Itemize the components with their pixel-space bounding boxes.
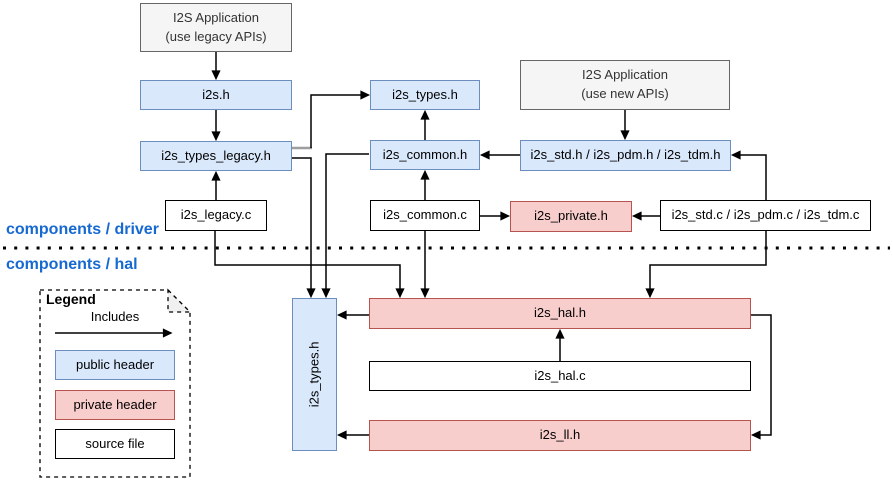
legend-item-public-header: public header: [55, 350, 175, 380]
node-i2s-private-h: i2s_private.h: [510, 201, 632, 232]
section-label-components-hal: components / hal: [6, 256, 138, 273]
legend-folded-corner: [167, 288, 192, 313]
node-i2s-common-h: i2s_common.h: [370, 140, 480, 170]
legend-includes-label: Includes: [90, 309, 140, 324]
node-i2s-hal-c: i2s_hal.c: [369, 361, 751, 391]
legend-item-private-header: private header: [55, 390, 175, 420]
node-i2s-common-c: i2s_common.c: [370, 200, 480, 231]
node-i2s-legacy-c: i2s_legacy.c: [165, 200, 267, 231]
node-i2s-application-legacy: I2S Application (use legacy APIs): [140, 3, 292, 52]
node-i2s-std-pdm-tdm-h: i2s_std.h / i2s_pdm.h / i2s_tdm.h: [520, 140, 731, 171]
section-label-components-driver: components / driver: [6, 221, 159, 238]
node-i2s-ll-h: i2s_ll.h: [369, 420, 751, 451]
node-i2s-h: i2s.h: [140, 80, 292, 110]
node-hal-i2s-types-h: i2s_types.h: [292, 298, 337, 451]
legend-item-source-file: source file: [55, 429, 175, 459]
legend-title: Legend: [46, 291, 96, 307]
hal-i2s-types-h-label: i2s_types.h: [306, 341, 322, 408]
node-i2s-hal-h: i2s_hal.h: [369, 298, 751, 329]
node-i2s-types-h: i2s_types.h: [370, 80, 480, 110]
node-i2s-types-legacy-h: i2s_types_legacy.h: [140, 141, 292, 171]
node-i2s-application-new: I2S Application (use new APIs): [520, 60, 730, 110]
node-i2s-std-pdm-tdm-c: i2s_std.c / i2s_pdm.c / i2s_tdm.c: [660, 200, 871, 231]
